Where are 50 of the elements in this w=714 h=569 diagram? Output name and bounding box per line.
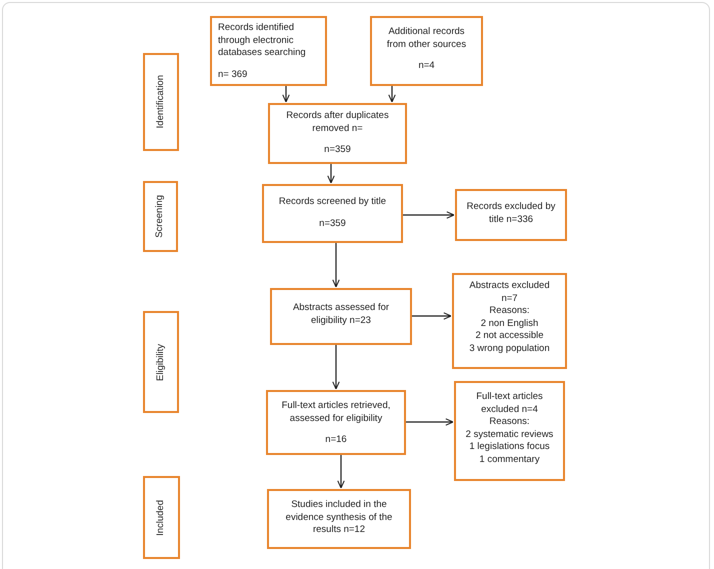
process-box <box>370 16 483 86</box>
box-text: n=359 <box>319 218 346 230</box>
phase-label: Identification <box>154 75 167 129</box>
phase-box <box>143 311 179 413</box>
phase-box <box>143 53 179 151</box>
process-box <box>270 288 412 345</box>
arrow <box>282 86 290 103</box>
box-text: Full-text articles retrieved, assessed for eligibility <box>280 400 392 425</box>
process-box <box>455 189 567 241</box>
process-box <box>210 16 327 86</box>
arrow <box>403 211 455 219</box>
box-text: Records identified through electronic databases searching <box>218 22 307 60</box>
box-text: n=4 <box>418 60 435 72</box>
phase-label: Included <box>155 500 168 536</box>
phase-label: Screening <box>154 195 166 238</box>
box-text: Reasons: <box>489 305 530 318</box>
arrow <box>406 418 454 426</box>
box-text: Full-text articles excluded n=4 <box>475 391 544 416</box>
phase-box <box>143 181 178 252</box>
box-text: Records after duplicates removed n= <box>285 110 390 135</box>
process-box <box>452 273 567 369</box>
arrow <box>327 164 335 184</box>
process-box <box>262 184 403 243</box>
box-text: 2 systematic reviews <box>466 428 554 441</box>
box-text: n=359 <box>324 144 351 156</box>
arrow <box>337 455 345 489</box>
box-text: n= 369 <box>218 68 248 81</box>
box-text: 1 commentary <box>479 454 540 466</box>
process-box <box>268 103 407 164</box>
box-text: 1 legislations focus <box>469 441 550 454</box>
arrow <box>388 86 396 103</box>
process-box <box>454 381 565 481</box>
box-text: Records screened by title <box>278 196 386 208</box>
box-text: Abstracts excluded n=7 <box>468 280 551 305</box>
box-text: Studies included in the evidence synthesis of the results n=12 <box>284 499 394 536</box>
phase-label: Eligibility <box>154 344 167 380</box>
process-box <box>267 489 411 549</box>
box-text: Records excluded by title n=336 <box>466 201 556 226</box>
arrow <box>332 243 340 288</box>
box-text: 2 non English <box>480 318 538 330</box>
box-text: 3 wrong population <box>469 342 550 355</box>
box-text: Abstracts assessed for eligibility n=23 <box>292 302 390 327</box>
arrow <box>332 345 340 390</box>
box-text: Reasons: <box>489 416 530 428</box>
box-text: 2 not accessible <box>475 330 544 342</box>
box-text: n=16 <box>325 434 347 446</box>
process-box <box>266 390 406 455</box>
phase-box <box>143 476 180 559</box>
box-text: Additional records from other sources <box>386 26 468 51</box>
arrow <box>412 312 452 320</box>
